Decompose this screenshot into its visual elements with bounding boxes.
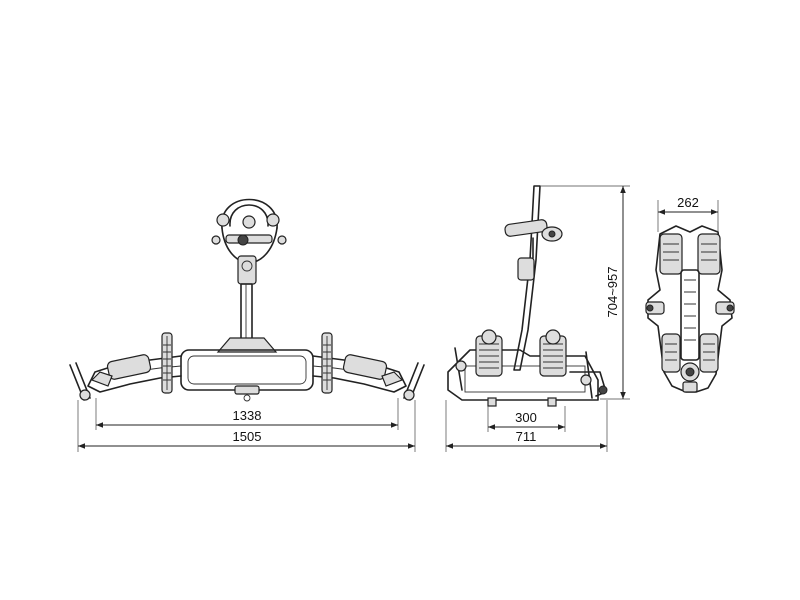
dim-1505-label: 1505 — [233, 429, 262, 444]
top-dimensions: 262 — [657, 195, 719, 232]
dim-1338-label: 1338 — [233, 408, 262, 423]
side-dimensions: 300 711 704~957 — [445, 185, 630, 452]
front-view — [69, 198, 425, 402]
front-dimensions: 1338 1505 — [77, 398, 416, 452]
dim-711-label: 711 — [516, 429, 537, 444]
dim-704-957-label: 704~957 — [605, 267, 620, 318]
top-view — [645, 225, 735, 393]
dim-300-label: 300 — [515, 410, 537, 425]
side-view — [447, 185, 608, 407]
dim-262-label: 262 — [677, 195, 699, 210]
